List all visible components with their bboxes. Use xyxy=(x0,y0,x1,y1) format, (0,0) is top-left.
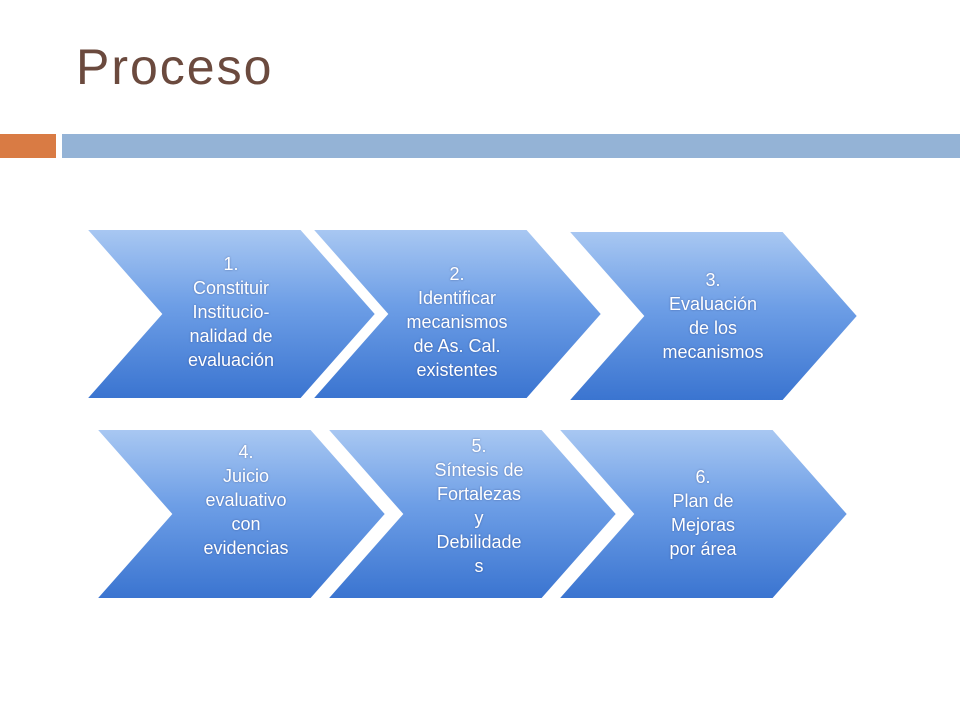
process-step-5: 5. Síntesis de Fortalezas y Debilidade s xyxy=(324,428,627,600)
chevron-shape xyxy=(93,428,388,600)
process-step-2-label: 2. Identificar mecanismos de As. Cal. ex… xyxy=(387,237,527,407)
title-accent-bar-orange xyxy=(0,134,56,158)
chevron-shape xyxy=(309,228,604,400)
step-line: mecanismos xyxy=(406,312,508,332)
step-line: por área xyxy=(669,539,737,559)
process-step-6-label: 6. Plan de Mejoras por área xyxy=(633,428,773,598)
step-line: Plan de xyxy=(672,491,734,511)
step-line: y xyxy=(474,508,484,528)
step-line: con xyxy=(231,514,261,534)
process-step-6: 6. Plan de Mejoras por área xyxy=(555,428,858,600)
title-accent-bar-blue xyxy=(62,134,960,158)
step-line: Identificar xyxy=(417,288,497,308)
process-step-1-label: 1. Constituir Institucio- nalidad de eva… xyxy=(161,227,301,397)
page-title: Proceso xyxy=(76,39,274,95)
chevron-shape xyxy=(565,230,860,402)
step-line: mecanismos xyxy=(662,342,764,362)
step-line: Mejoras xyxy=(670,515,736,535)
step-line: 5. xyxy=(471,436,487,456)
step-line: existentes xyxy=(416,360,498,380)
step-line: 2. xyxy=(449,264,465,284)
step-line: Fortalezas xyxy=(436,484,522,504)
step-line: Evaluación xyxy=(668,294,758,314)
chevron-shape xyxy=(83,228,378,400)
step-line: de los xyxy=(688,318,738,338)
step-line: evaluación xyxy=(187,350,275,370)
chevron-shape xyxy=(555,428,850,600)
step-line: Constituir xyxy=(192,278,270,298)
step-line: Juicio xyxy=(222,466,270,486)
step-line: 1. xyxy=(223,254,239,274)
step-line: Síntesis de xyxy=(434,460,524,480)
step-line: nalidad de xyxy=(189,326,273,346)
process-step-2: 2. Identificar mecanismos de As. Cal. ex… xyxy=(309,228,612,400)
process-step-3: 3. Evaluación de los mecanismos xyxy=(565,230,868,402)
step-line: evaluativo xyxy=(205,490,287,510)
step-line: Debilidade xyxy=(436,532,522,552)
chevron-shape xyxy=(324,428,619,600)
process-step-5-label: 5. Síntesis de Fortalezas y Debilidade s xyxy=(409,421,549,591)
process-step-4-label: 4. Juicio evaluativo con evidencias xyxy=(176,415,316,585)
step-line: 6. xyxy=(695,467,711,487)
step-line: de As. Cal. xyxy=(413,336,501,356)
step-line: Institucio- xyxy=(192,302,270,322)
process-step-4: 4. Juicio evaluativo con evidencias xyxy=(93,428,396,600)
process-step-1: 1. Constituir Institucio- nalidad de eva… xyxy=(83,227,386,400)
step-line: 4. xyxy=(238,442,254,462)
step-line: evidencias xyxy=(203,538,289,558)
process-step-3-label: 3. Evaluación de los mecanismos xyxy=(643,231,783,401)
step-line: s xyxy=(474,556,484,576)
step-line: 3. xyxy=(705,270,721,290)
